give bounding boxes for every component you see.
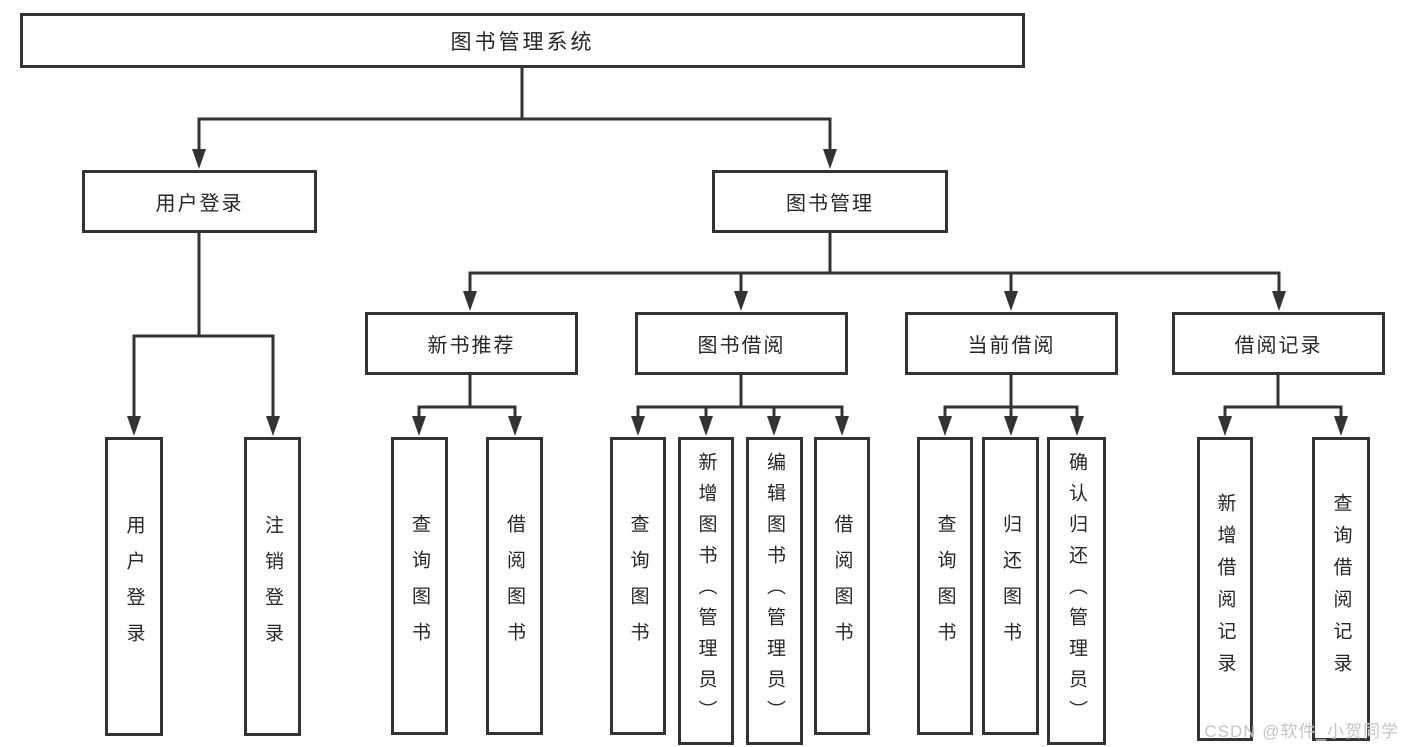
leaf-edit-book-admin: 编辑图书（管理员）: [746, 437, 803, 745]
leaf-confirm-return-admin: 确认归还（管理员）: [1047, 437, 1106, 745]
node-label: 当前借阅: [967, 335, 1056, 357]
node-borrow-records: 借阅记录: [1172, 312, 1385, 375]
leaf-label: 归还图书: [1000, 514, 1021, 658]
leaf-label: 编辑图书（管理员）: [764, 451, 785, 731]
leaf-query-books-current: 查询图书: [917, 437, 973, 735]
leaf-label: 借阅图书: [831, 514, 853, 658]
leaf-label: 借阅图书: [504, 514, 525, 658]
node-label: 图书管理系统: [450, 30, 595, 54]
leaf-logout-login: 注销登录: [244, 437, 301, 736]
node-user-login: 用户登录: [82, 170, 317, 233]
leaf-query-books-recommend: 查询图书: [391, 437, 448, 735]
node-label: 借阅记录: [1234, 335, 1323, 357]
csdn-watermark: CSDN @软件_小贺同学: [1204, 722, 1399, 741]
node-library-management-system: 图书管理系统: [20, 13, 1025, 68]
leaf-label: 查询借阅记录: [1330, 493, 1352, 685]
leaf-borrow-books-borrowing: 借阅图书: [814, 437, 870, 735]
node-book-management: 图书管理: [712, 170, 948, 233]
leaf-borrow-books-recommend: 借阅图书: [486, 437, 543, 735]
node-book-borrowing: 图书借阅: [635, 312, 848, 375]
leaf-user-login: 用户登录: [105, 437, 163, 736]
leaf-label: 查询图书: [934, 514, 956, 658]
leaf-label: 注销登录: [262, 514, 283, 659]
node-label: 用户登录: [155, 193, 244, 215]
leaf-query-borrow-record: 查询借阅记录: [1312, 437, 1370, 741]
node-new-book-recommend: 新书推荐: [365, 312, 578, 375]
node-label: 图书借阅: [697, 335, 786, 357]
node-current-borrowing: 当前借阅: [905, 312, 1118, 375]
leaf-label: 查询图书: [409, 514, 430, 658]
leaf-label: 查询图书: [627, 514, 649, 658]
leaf-add-borrow-record: 新增借阅记录: [1197, 437, 1253, 741]
leaf-label: 新增图书（管理员）: [695, 451, 717, 731]
leaf-add-book-admin: 新增图书（管理员）: [678, 437, 734, 745]
leaf-label: 确认归还（管理员）: [1066, 451, 1087, 731]
leaf-query-books-borrowing: 查询图书: [610, 437, 666, 735]
node-label: 新书推荐: [427, 335, 516, 357]
leaf-return-books: 归还图书: [982, 437, 1039, 735]
leaf-label: 新增借阅记录: [1214, 493, 1236, 685]
node-label: 图书管理: [786, 193, 874, 215]
leaf-label: 用户登录: [123, 514, 145, 659]
